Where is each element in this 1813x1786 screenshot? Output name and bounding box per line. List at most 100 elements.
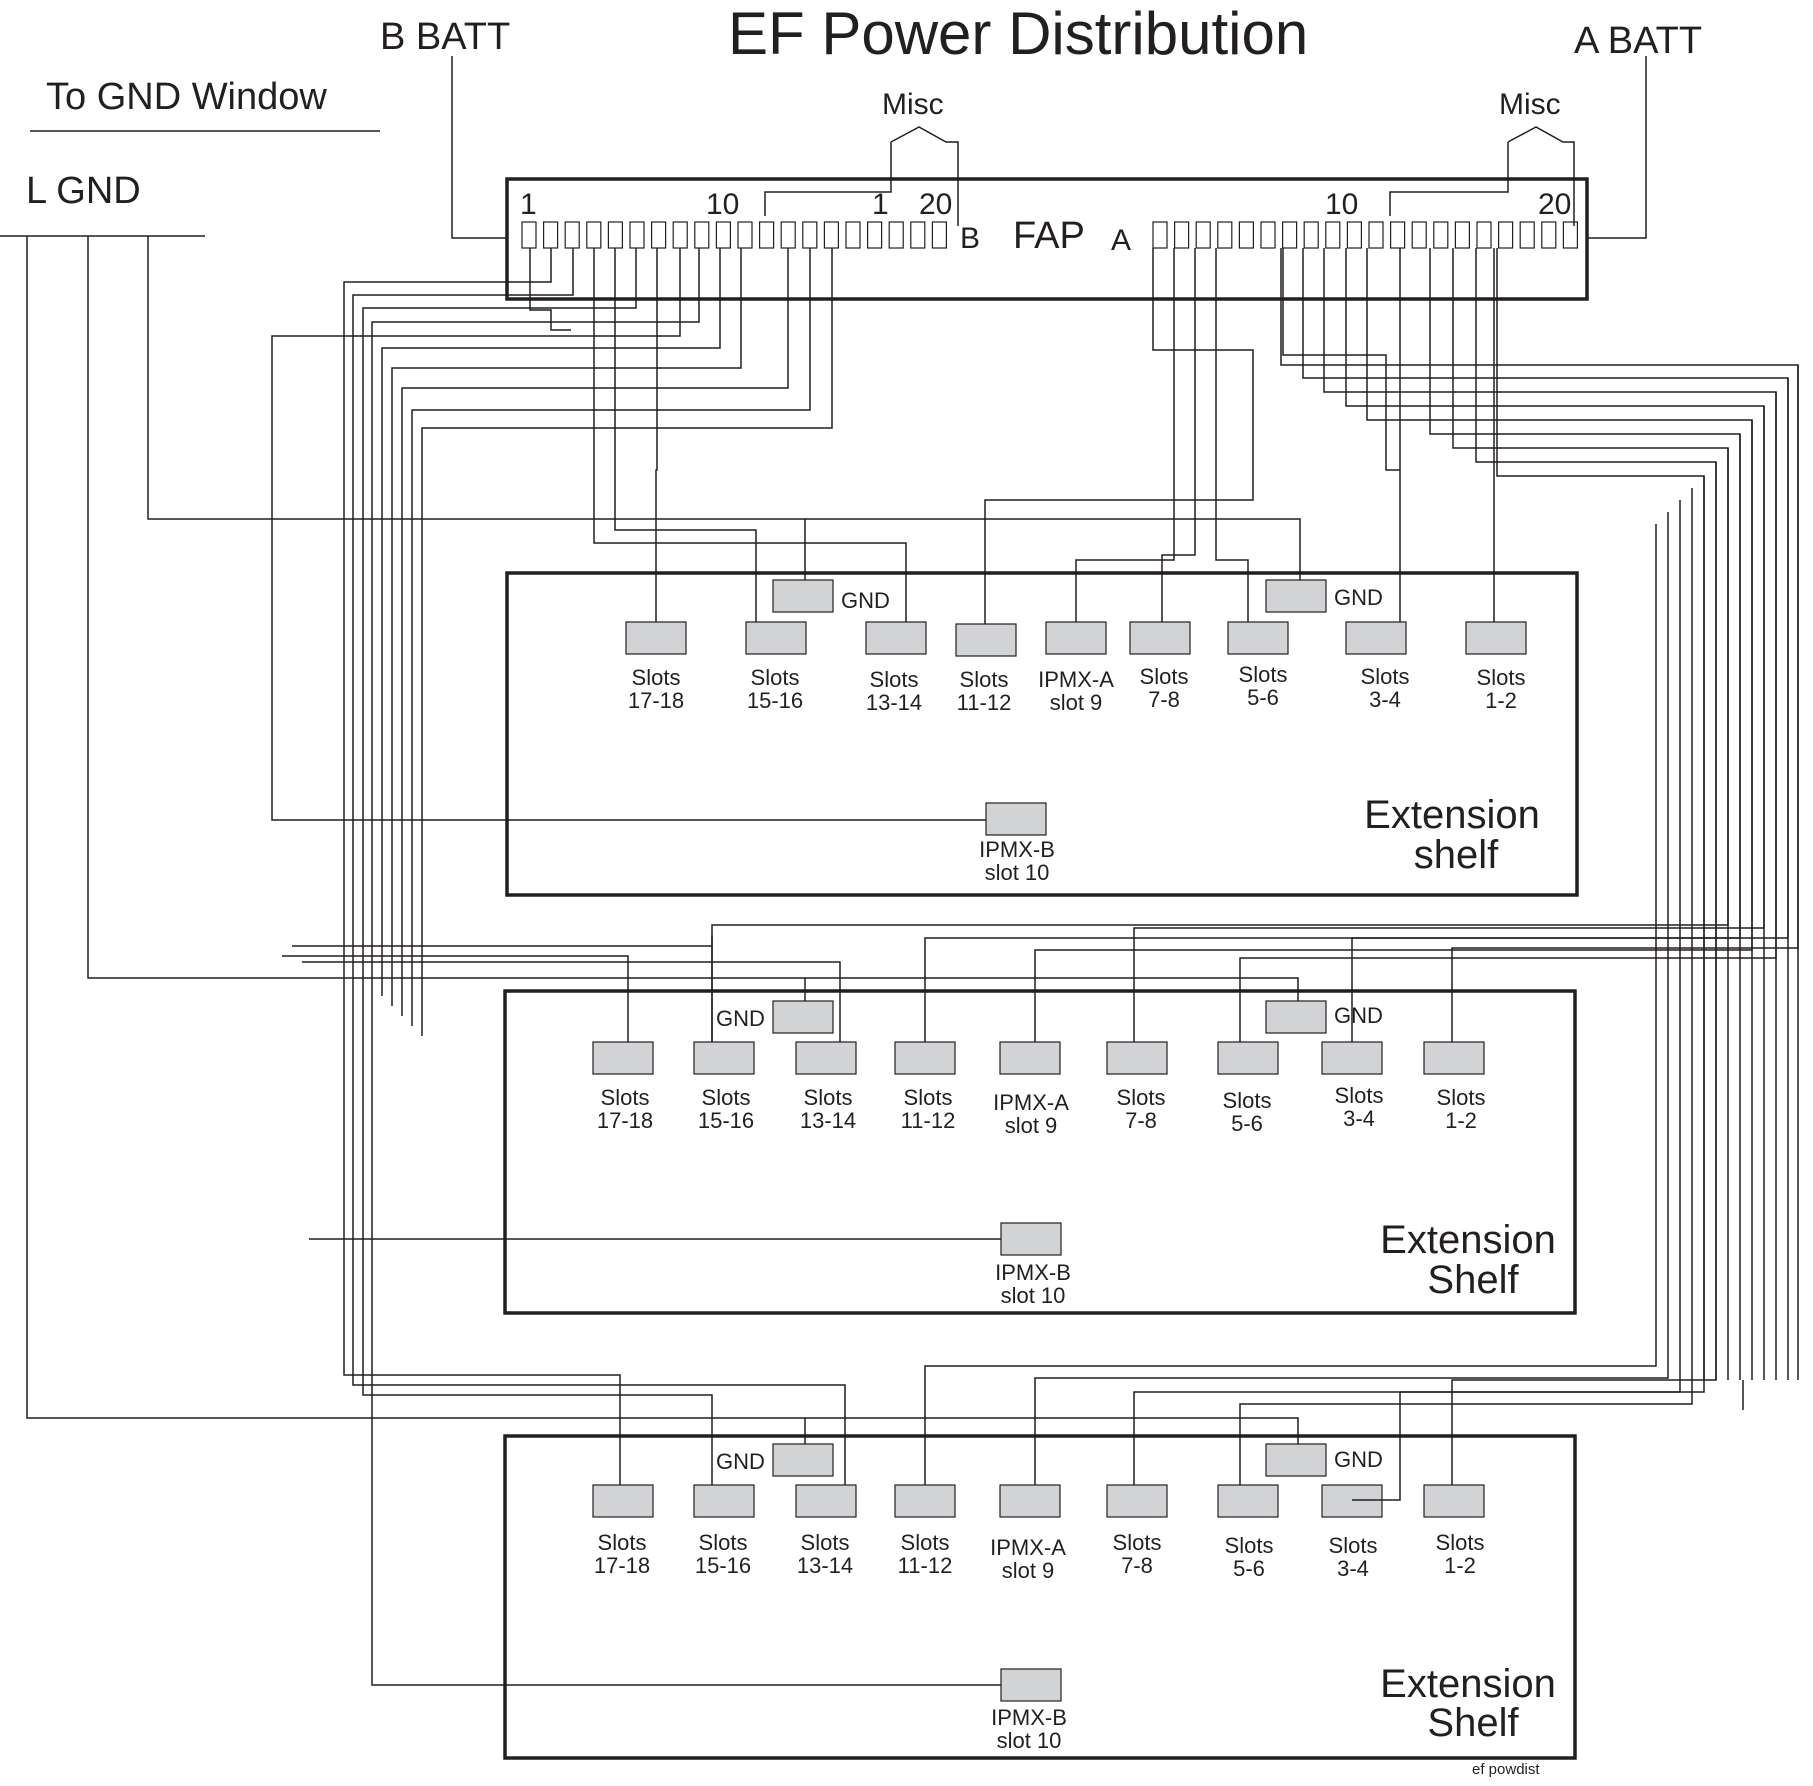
shelf2-ipmx-b <box>1000 1222 1062 1256</box>
fap-a-breaker <box>1152 221 1168 249</box>
bundle-wire-left <box>391 248 742 1006</box>
shelf1-module <box>1045 621 1107 655</box>
fap-a-breaker <box>1346 221 1363 249</box>
misc-a-bracket <box>1507 126 1575 226</box>
shelf2-module <box>1106 1041 1168 1075</box>
fap-a-breaker <box>1281 221 1298 249</box>
feed-s3-7-8 <box>1133 500 1681 1485</box>
feed-s2-7-8 <box>1133 406 1765 1042</box>
fap-b-breaker <box>586 221 602 249</box>
fap-a-breaker <box>1238 221 1255 249</box>
fap-b-breaker <box>672 221 688 249</box>
shelf1-frame <box>505 571 1579 897</box>
shelf3-frame <box>503 1434 1577 1760</box>
fap-b-breaker <box>715 221 732 249</box>
gnd-wire-shelf3-left <box>26 236 806 1444</box>
fap-b-number-1: 1 <box>520 188 537 221</box>
stub <box>1282 248 1400 471</box>
gnd-wire-shelf1-right <box>805 518 1301 580</box>
feed-s3-ipmx-b <box>371 986 1001 1686</box>
bundle-wire-left <box>421 248 833 1036</box>
fap-b-breaker <box>910 221 926 249</box>
shelf2-title-line2: Shelf <box>1427 1258 1519 1302</box>
fap-a-breaker <box>1389 221 1406 249</box>
fap-b-breaker <box>888 221 904 249</box>
bundle-wire-left <box>343 248 552 956</box>
fap-b-side-label: B <box>960 222 981 255</box>
footer-tag: ef powdist <box>1472 1761 1540 1778</box>
fap-a-breaker <box>1562 221 1579 249</box>
feed-s2-13-14 <box>302 961 841 1042</box>
shelf1-module <box>1129 621 1191 655</box>
fap-a-number-10: 10 <box>1325 188 1359 221</box>
fap-b-number-20: 20 <box>919 188 953 221</box>
shelf3-gnd-right <box>1265 1443 1327 1477</box>
feed-s1-ipmx-b <box>271 248 986 821</box>
shelf1-module <box>1345 621 1407 655</box>
fap-a-breaker <box>1303 221 1319 249</box>
feed-s1-17-18 <box>655 248 658 622</box>
shelf3-gnd-label-right: GND <box>1334 1447 1383 1472</box>
fap-a-breaker <box>1411 221 1427 249</box>
fap-b-breaker <box>564 221 580 249</box>
b-batt-feed <box>451 56 507 239</box>
feed-s3-15-16 <box>362 976 713 1485</box>
feed-s3-ipmx-a <box>1034 512 1669 1485</box>
fap-b-breaker <box>823 221 840 249</box>
shelf1-gnd-label-left: GND <box>841 588 890 613</box>
fap-a-breaker <box>1476 221 1492 249</box>
feed-s1-7-8 <box>1161 248 1196 622</box>
bundle-wire-left <box>411 248 811 1026</box>
shelf2-module <box>999 1041 1061 1075</box>
feed-s2-5-6 <box>1239 392 1777 1042</box>
shelf3-module <box>1217 1484 1279 1518</box>
shelf1-module <box>1227 621 1289 655</box>
misc-label-a: Misc <box>1499 88 1561 121</box>
feed-s3-11-12 <box>924 524 1657 1485</box>
feed-s1-13-14 <box>593 248 907 622</box>
fap-b-breaker <box>607 221 624 249</box>
fap-a-breaker <box>1368 221 1384 249</box>
shelf3-title-line1: Extension <box>1380 1662 1556 1706</box>
fap-b-breaker <box>758 221 775 249</box>
shelf2-gnd-left <box>772 1000 834 1034</box>
shelf3-module <box>592 1484 654 1518</box>
fap-b-breaker <box>737 221 753 249</box>
feed-s2-1-2 <box>1451 365 1799 1042</box>
feed-s3-13-14 <box>352 966 846 1485</box>
fap-label: FAP <box>1013 215 1085 257</box>
shelf1-gnd-left <box>772 579 834 613</box>
fap-b-breaker <box>694 221 710 249</box>
fap-a-breaker <box>1497 221 1514 249</box>
shelf1-module <box>625 621 687 655</box>
feed-s1-11-12 <box>984 248 1254 624</box>
fap-b-breaker <box>866 221 883 249</box>
gnd-wire-shelf1-left <box>147 236 806 580</box>
shelf1-module <box>1465 621 1527 655</box>
shelf1-ipmx-b <box>985 802 1047 836</box>
fap-b-breaker <box>521 221 537 249</box>
gnd-wire-shelf2-left <box>87 236 806 1001</box>
misc-label-b: Misc <box>882 88 944 121</box>
bundle-wire-left <box>401 248 789 1016</box>
